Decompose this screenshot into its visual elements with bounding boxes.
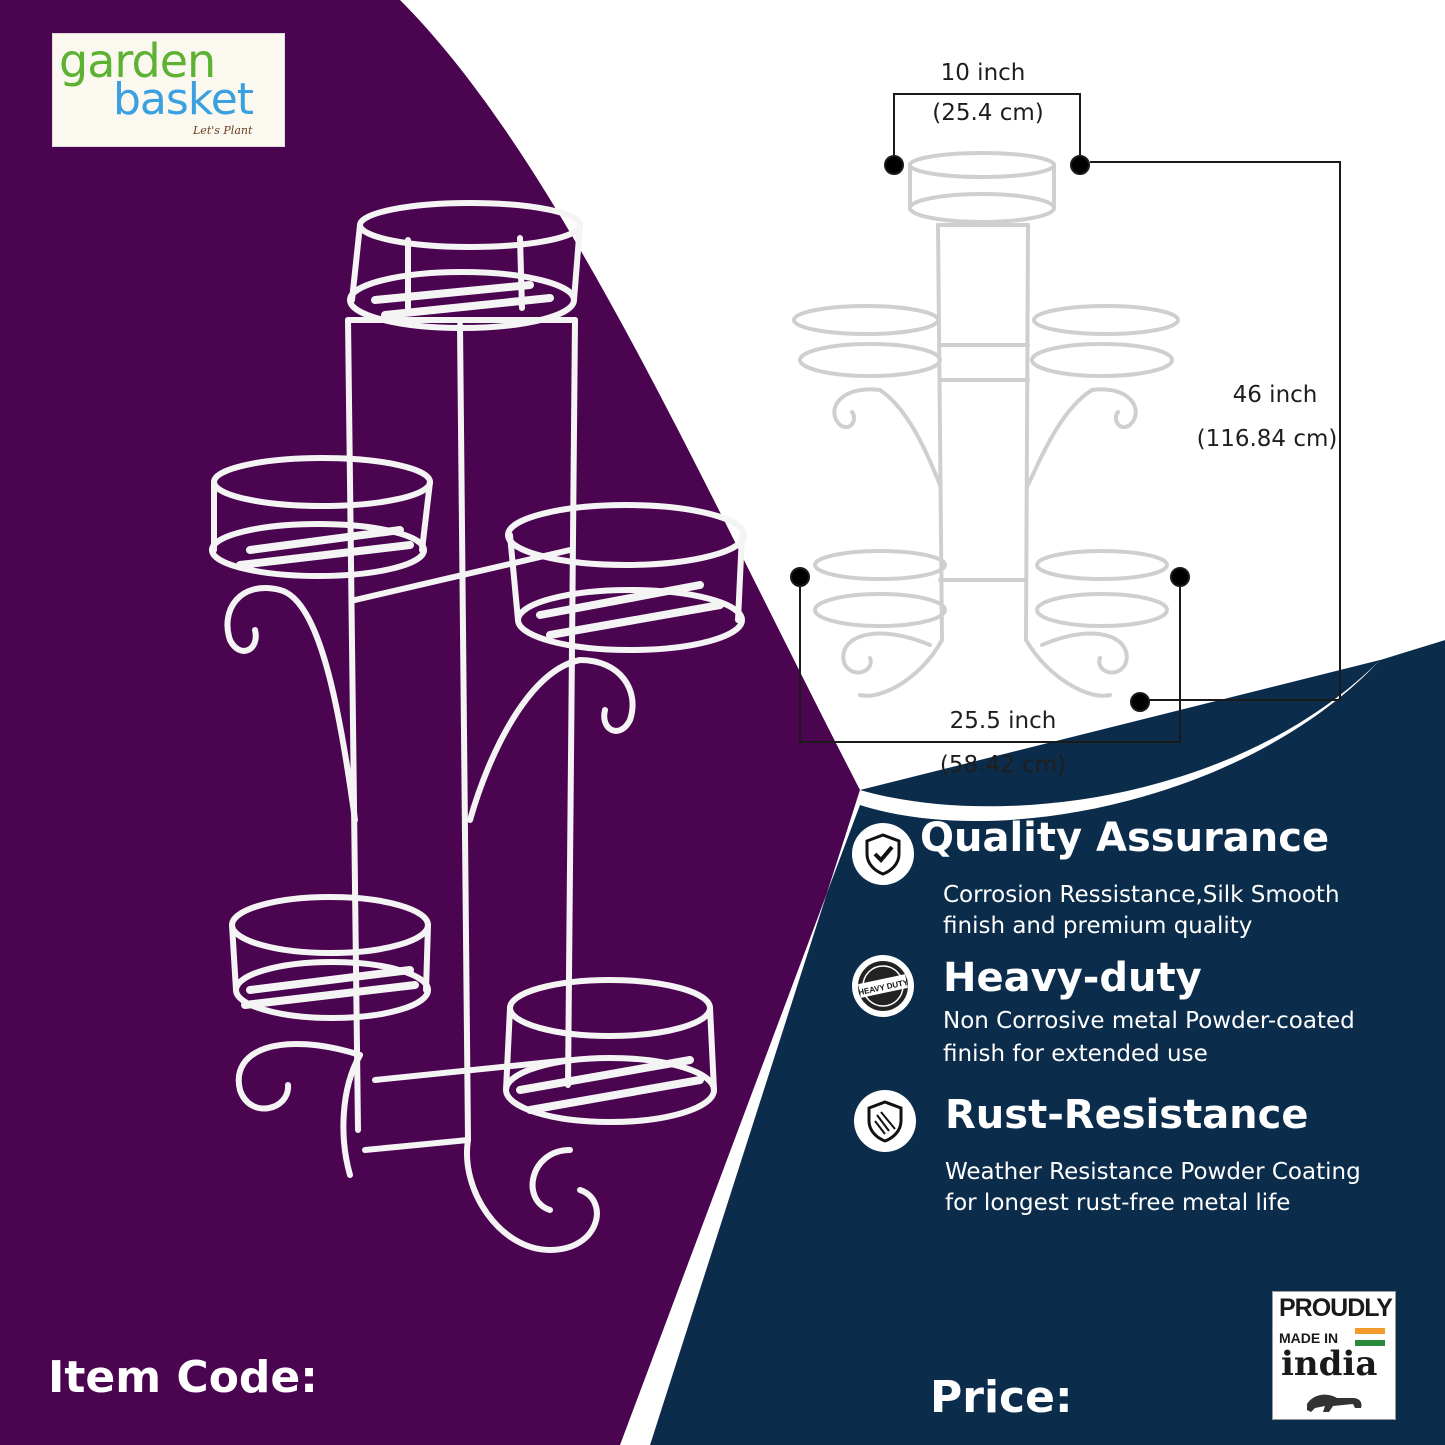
feature-desc-heavy-duty-line2: finish for extended use bbox=[943, 1041, 1208, 1067]
feature-title-rust: Rust-Resistance bbox=[945, 1092, 1309, 1138]
rust-shield-icon bbox=[867, 1100, 903, 1143]
logo-basket-text: basket bbox=[113, 74, 254, 125]
feature-desc-rust-line1: Weather Resistance Powder Coating bbox=[945, 1159, 1361, 1185]
item-code-label: Item Code: bbox=[48, 1352, 318, 1403]
feature-desc-quality-line1: Corrosion Ressistance,Silk Smooth bbox=[943, 882, 1340, 908]
height-cm: (116.84 cm) bbox=[1196, 426, 1338, 452]
feature-desc-quality-line2: finish and premium quality bbox=[943, 913, 1253, 939]
lion-icon bbox=[1307, 1394, 1362, 1412]
heavy-duty-badge-icon: HEAVY DUTY bbox=[858, 961, 910, 1011]
logo-garden-text: garden bbox=[59, 34, 216, 88]
india-flag-icon bbox=[1355, 1328, 1385, 1346]
made-in-india-badge: PROUDLY MADE IN india bbox=[1272, 1291, 1396, 1420]
heavy-duty-icon: HEAVY DUTY bbox=[852, 955, 914, 1017]
price-label: Price: bbox=[930, 1372, 1073, 1423]
navy-region bbox=[650, 640, 1445, 1445]
feature-title-quality: Quality Assurance bbox=[920, 815, 1330, 861]
quality-assurance-icon bbox=[852, 823, 914, 885]
badge-proudly-text: PROUDLY bbox=[1279, 1294, 1393, 1322]
height-inch: 46 inch bbox=[1232, 382, 1318, 408]
badge-india-text: india bbox=[1281, 1344, 1378, 1384]
top-width-inch: 10 inch bbox=[940, 60, 1026, 86]
shield-check-icon bbox=[865, 833, 901, 876]
top-width-cm: (25.4 cm) bbox=[932, 100, 1044, 126]
feature-desc-heavy-duty-line1: Non Corrosive metal Powder-coated bbox=[943, 1008, 1355, 1034]
purple-region bbox=[0, 0, 860, 1445]
base-width-cm: (58.42 cm) bbox=[939, 752, 1067, 778]
feature-title-heavy-duty: Heavy-duty bbox=[943, 955, 1202, 1001]
badge-made-in-text: MADE IN bbox=[1279, 1330, 1339, 1346]
plant-stand-large-image bbox=[209, 200, 747, 1254]
logo-tagline: Let's Plant bbox=[193, 124, 253, 137]
base-width-inch: 25.5 inch bbox=[949, 708, 1057, 734]
rust-resistance-icon bbox=[854, 1090, 916, 1152]
feature-desc-rust-line2: for longest rust-free metal life bbox=[945, 1190, 1291, 1216]
brand-logo: garden basket Let's Plant bbox=[52, 33, 285, 147]
plant-stand-dimension-diagram bbox=[792, 151, 1180, 698]
